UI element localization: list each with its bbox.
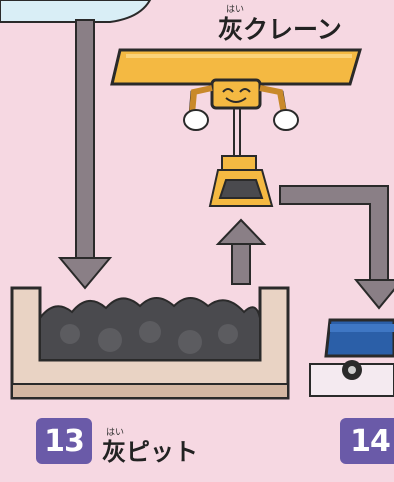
- step-number-14: 14: [340, 418, 394, 464]
- pit-label: 13 はい 灰ピット: [36, 418, 198, 464]
- crane-caption: 灰クレーン: [218, 17, 342, 42]
- step-number-13: 13: [36, 418, 92, 464]
- banner-edge: [0, 0, 150, 22]
- crane-ruby: はい: [226, 6, 342, 15]
- pit-caption: 灰ピット: [102, 440, 198, 464]
- grab-bucket: [210, 156, 272, 206]
- pit-caption-block: はい 灰ピット: [102, 429, 198, 464]
- arrow-down-to-pit: [60, 20, 110, 288]
- crane-label: はい 灰クレーン: [218, 6, 342, 42]
- ash-truck: [310, 320, 394, 396]
- pit-ruby: はい: [106, 429, 198, 438]
- crane-cables: [234, 108, 240, 158]
- arrow-to-truck: [280, 186, 394, 308]
- next-step-label: 14: [340, 418, 394, 464]
- arrow-up-to-crane: [218, 220, 264, 284]
